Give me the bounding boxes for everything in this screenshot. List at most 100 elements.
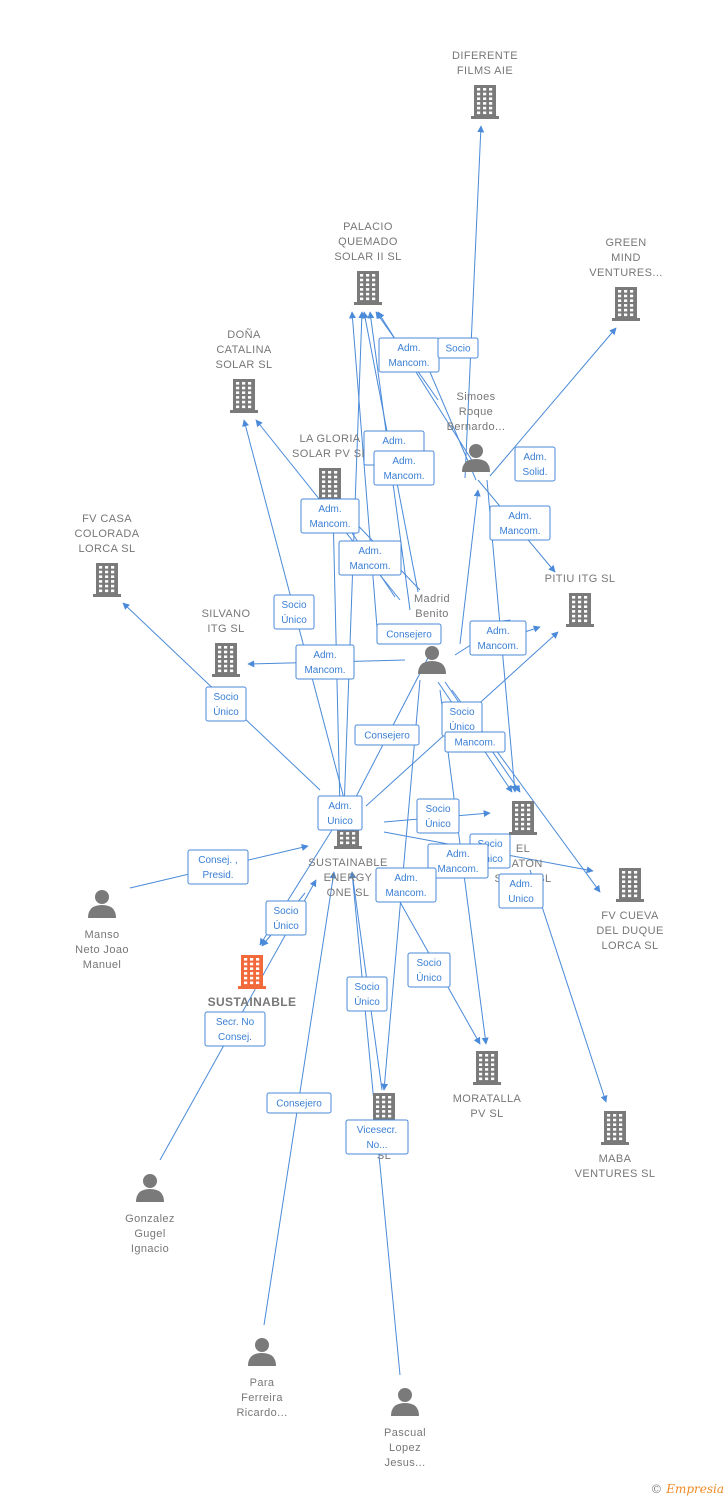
edge-label-box[interactable]: Consejero	[266, 1092, 332, 1114]
edge-label-box[interactable]: Mancom.	[444, 731, 506, 753]
node-label: COLORADA	[75, 528, 140, 540]
edge-label-box[interactable]: Adm. Mancom.	[373, 450, 435, 486]
edge-label-text: Consejero	[276, 1099, 322, 1110]
edge-label-box[interactable]: Consejero	[376, 623, 442, 645]
edge-label-text: Socio	[425, 804, 450, 815]
person-icon	[391, 1388, 419, 1416]
edge-label-text: Único	[416, 971, 442, 984]
node-label: QUEMADO	[338, 236, 398, 248]
relation-edge	[349, 311, 379, 641]
edge-label-box[interactable]: Adm.Solid.	[514, 446, 556, 482]
edge-label-text: Mancom.	[383, 471, 424, 482]
relation-edge	[464, 125, 485, 479]
node-label: Pascual	[384, 1427, 426, 1439]
node-label: Madrid	[414, 593, 450, 605]
node-label: EL	[516, 843, 530, 855]
person-icon	[88, 890, 116, 918]
edge-label-text: Adm.	[382, 436, 405, 447]
edge-label-box[interactable]: Adm. Mancom.	[378, 337, 440, 373]
node-label: DOÑA	[227, 328, 261, 341]
edge-label-text: Mancom.	[477, 641, 518, 652]
node-label: DEL DUQUE	[596, 925, 663, 937]
edge-label-text: Mancom.	[388, 358, 429, 369]
edge-label-text: Adm.	[397, 343, 420, 354]
relation-edge	[423, 357, 477, 481]
node-label: ENERGY	[324, 872, 373, 884]
edge-label-text: Mancom.	[309, 519, 350, 530]
node-para[interactable]: ParaFerreiraRicardo...	[236, 1338, 287, 1419]
node-maba[interactable]: MABA VENTURES SL	[575, 1111, 656, 1180]
edge-label-text: Adm.	[446, 849, 469, 860]
edge-label-text: Socio	[273, 906, 298, 917]
edge-label-text: Mancom.	[304, 665, 345, 676]
edge-label-text: Mancom.	[349, 561, 390, 572]
edge-label-box[interactable]: Adm. Mancom.	[469, 620, 527, 656]
edge-label-text: Socio	[477, 839, 502, 850]
edge-label-text: Consej.	[218, 1032, 252, 1043]
edge-label-box[interactable]: Socio	[437, 337, 479, 359]
edge-label-box[interactable]: Adm. Unico	[317, 795, 363, 831]
edge-label-box[interactable]: Adm. Mancom.	[427, 843, 489, 879]
node-simoes[interactable]: SimoesRoqueBernardo...	[447, 391, 506, 472]
node-pascual[interactable]: PascualLopezJesus...	[384, 1388, 426, 1469]
edge-label-box[interactable]: Adm.Unico	[498, 873, 544, 909]
edge-label-box[interactable]: Consej. , Presid.	[187, 849, 249, 885]
edge-label-box[interactable]: Adm.Mancom.	[338, 540, 402, 576]
edge-label-text: Unico	[327, 816, 353, 827]
edge-label-box[interactable]: Adm.Mancom.	[295, 644, 355, 680]
building-icon	[612, 287, 640, 321]
edge-label-box[interactable]: Vicesecr.No...	[345, 1119, 409, 1155]
edge-label-text: Consej. ,	[198, 855, 237, 866]
node-label: SILVANO	[202, 608, 251, 620]
edge-label-text: Único	[281, 613, 307, 626]
edge-label-text: Consejero	[386, 630, 432, 641]
edge-label-text: Socio	[281, 600, 306, 611]
node-label: VENTURES...	[589, 267, 662, 279]
edge-label-text: Único	[354, 995, 380, 1008]
node-green[interactable]: GREENMINDVENTURES...	[589, 237, 662, 321]
building-icon	[616, 868, 644, 902]
node-label: FV CASA	[82, 513, 132, 525]
brand-logo[interactable]: Empresia	[666, 1482, 724, 1496]
edge-label-box[interactable]: Consejero	[354, 724, 420, 746]
node-label: VENTURES SL	[575, 1168, 656, 1180]
node-pitiu[interactable]: PITIU ITG SL	[545, 573, 616, 627]
node-label: Ferreira	[241, 1392, 283, 1404]
edge-label-text: Mancom.	[437, 864, 478, 875]
node-label: PITIU ITG SL	[545, 573, 616, 585]
edge-label-box[interactable]: Adm.Mancom.	[489, 505, 551, 541]
edge-label-text: Adm.	[486, 626, 509, 637]
edge-label-text: Adm.	[523, 452, 546, 463]
edge-label-box[interactable]: Adm.Mancom.	[300, 498, 360, 534]
node-label: RATON	[503, 858, 543, 870]
edge-label-text: No...	[366, 1140, 387, 1151]
building-icon	[509, 801, 537, 835]
edge-label-text: Adm.	[328, 801, 351, 812]
edge-label-text: Adm.	[392, 456, 415, 467]
node-madrid[interactable]: MadridBenito...	[414, 593, 450, 674]
node-label: SUSTAINABLE	[308, 857, 387, 869]
node-label: Manuel	[83, 959, 121, 971]
edge-label-text: Presid.	[202, 870, 233, 881]
edge-label-text: Adm.	[508, 511, 531, 522]
node-label: MABA	[599, 1153, 632, 1165]
edge-label-box[interactable]: Adm.Mancom.	[375, 867, 437, 903]
